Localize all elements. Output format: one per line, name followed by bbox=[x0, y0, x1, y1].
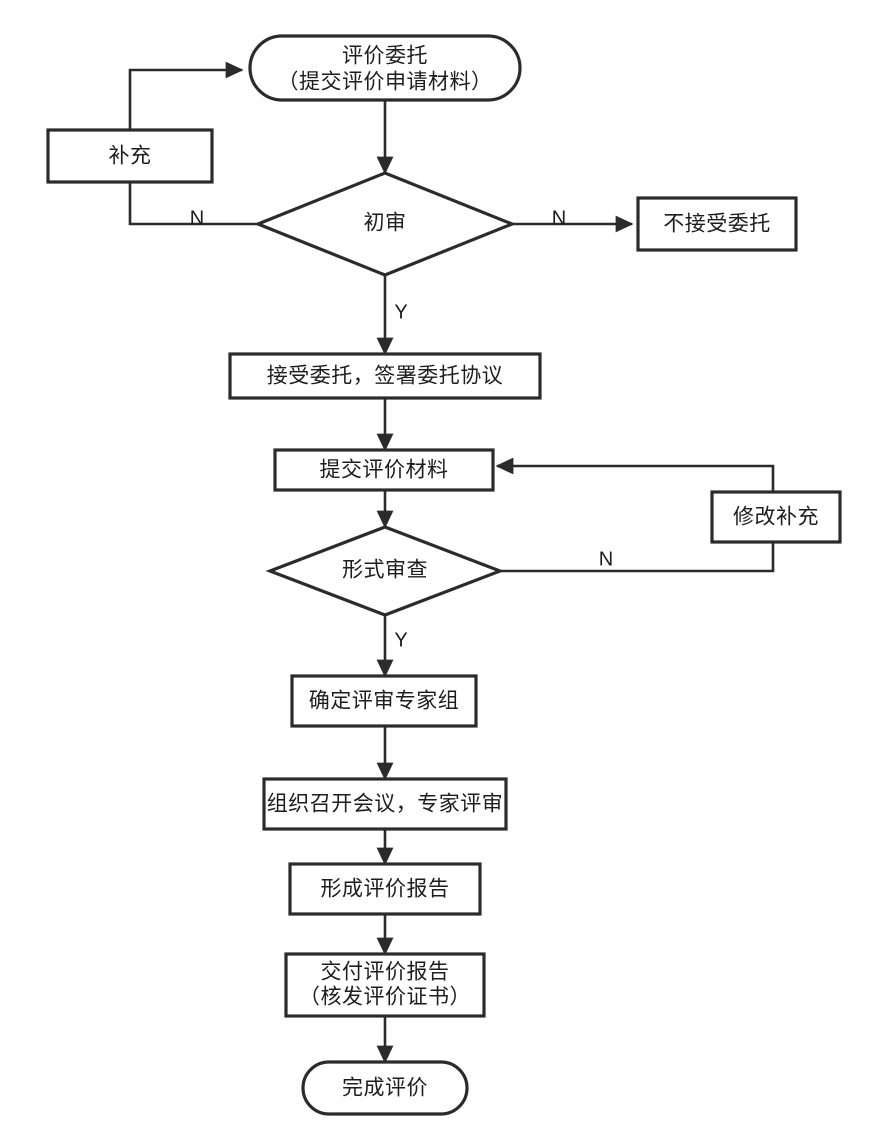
edge-label-formal-yes: Y bbox=[394, 629, 407, 651]
edge-supplement-to-start bbox=[128, 61, 244, 130]
node-modify-supplement-shape bbox=[710, 490, 842, 544]
node-formal-review[interactable]: 形式审查 bbox=[265, 525, 505, 617]
node-deliver-report-shape bbox=[284, 952, 486, 1018]
node-accept-sign[interactable]: 接受委托，签署委托协议 bbox=[228, 352, 542, 400]
node-preliminary-review-label: 初审 bbox=[364, 212, 407, 235]
node-submit-materials-shape bbox=[273, 448, 495, 492]
node-meeting-review[interactable]: 组织召开会议，专家评审 bbox=[262, 777, 508, 831]
node-form-report[interactable]: 形成评价报告 bbox=[288, 862, 482, 916]
node-meeting-review-label: 组织召开会议，专家评审 bbox=[267, 793, 504, 816]
node-preliminary-review[interactable]: 初审 bbox=[253, 171, 517, 277]
node-supplement-label: 补充 bbox=[109, 145, 152, 168]
node-preliminary-review-shape bbox=[253, 171, 517, 277]
node-formal-review-shape bbox=[265, 525, 505, 617]
node-supplement[interactable]: 补充 bbox=[46, 128, 214, 184]
node-accept-sign-label: 接受委托，签署委托协议 bbox=[267, 365, 504, 388]
node-reject-shape bbox=[636, 196, 798, 252]
node-accept-sign-shape bbox=[228, 352, 542, 400]
edge-formal-no-to-modify bbox=[500, 541, 775, 573]
node-meeting-review-shape bbox=[262, 777, 508, 831]
edge-label-preliminary-no-right: N bbox=[552, 207, 566, 229]
node-deliver-report-line-1: 交付评价报告 bbox=[321, 961, 450, 984]
node-deliver-report[interactable]: 交付评价报告 （核发评价证书） bbox=[284, 952, 486, 1018]
node-supplement-shape bbox=[46, 128, 214, 184]
node-expert-group[interactable]: 确定评审专家组 bbox=[290, 674, 478, 728]
node-form-report-label: 形成评价报告 bbox=[321, 878, 450, 901]
node-modify-supplement-label: 修改补充 bbox=[733, 506, 819, 529]
node-start-shape bbox=[248, 34, 522, 102]
node-reject[interactable]: 不接受委托 bbox=[636, 196, 798, 252]
edge-label-preliminary-yes: Y bbox=[394, 301, 407, 323]
node-submit-materials[interactable]: 提交评价材料 bbox=[273, 448, 495, 492]
node-expert-group-label: 确定评审专家组 bbox=[309, 690, 460, 713]
node-modify-supplement[interactable]: 修改补充 bbox=[710, 490, 842, 544]
node-start-line-1: 评价委托 bbox=[342, 45, 428, 68]
edge-modify-to-submit bbox=[495, 457, 775, 492]
node-submit-materials-label: 提交评价材料 bbox=[320, 459, 449, 482]
edge-label-formal-no: N bbox=[599, 548, 613, 570]
node-finish[interactable]: 完成评价 bbox=[301, 1060, 469, 1116]
node-formal-review-label: 形式审查 bbox=[342, 559, 428, 582]
node-reject-label: 不接受委托 bbox=[663, 213, 771, 236]
edge-preliminary-no-to-supplement bbox=[128, 182, 258, 226]
node-start-line-2: （提交评价申请材料） bbox=[278, 71, 493, 94]
node-expert-group-shape bbox=[290, 674, 478, 728]
node-deliver-report-line-2: （核发评价证书） bbox=[299, 986, 471, 1009]
edge-label-preliminary-no-left: N bbox=[190, 207, 204, 229]
node-form-report-shape bbox=[288, 862, 482, 916]
node-finish-label: 完成评价 bbox=[342, 1077, 428, 1100]
node-finish-shape bbox=[301, 1060, 469, 1116]
node-start[interactable]: 评价委托 （提交评价申请材料） bbox=[248, 34, 522, 102]
